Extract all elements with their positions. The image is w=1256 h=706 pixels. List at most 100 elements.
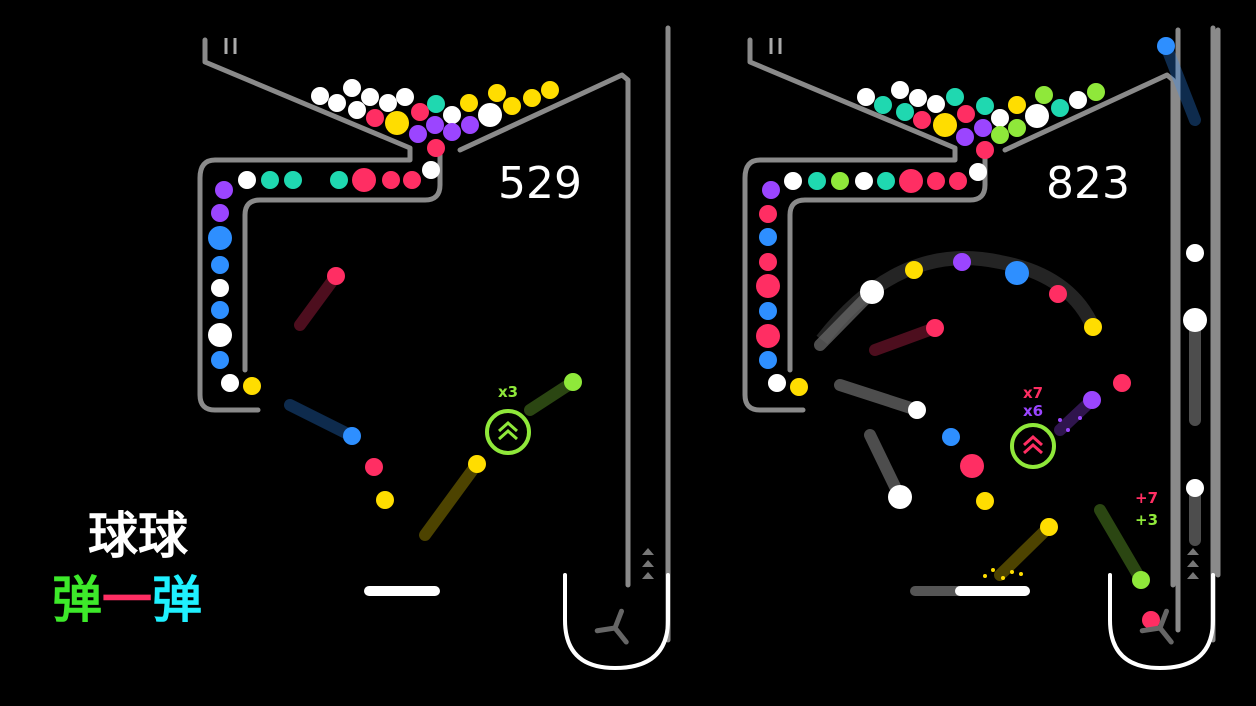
fan-icon [1157,608,1170,631]
spark [1058,418,1062,422]
ball [1183,308,1207,332]
ball [756,324,780,348]
ball [443,123,461,141]
ball [396,88,414,106]
spark [1066,428,1070,432]
ball [1069,91,1087,109]
ball [857,88,875,106]
ball [1087,83,1105,101]
ball [330,171,348,189]
ball-trail [419,458,483,541]
ball [361,88,379,106]
ball [1083,391,1101,409]
ball [1051,99,1069,117]
chevron-up-icon [1023,434,1043,455]
ball [974,119,992,137]
spark [1078,416,1082,420]
ball [927,95,945,113]
ball [261,171,279,189]
ball [905,261,923,279]
ball [427,95,445,113]
ball [1025,104,1049,128]
wall [742,37,958,413]
ball [541,81,559,99]
ball-trail [1160,40,1201,126]
ball-trail [284,399,358,442]
ball [831,172,849,190]
wall [1002,72,1176,588]
wall [457,72,631,588]
ball [1008,96,1026,114]
ball [1084,318,1102,336]
ball [385,111,409,135]
ball [503,97,521,115]
ball [366,109,384,127]
wall [242,147,443,373]
ball [790,378,808,396]
ball [460,94,478,112]
fan-icon [612,608,625,631]
ball [957,105,975,123]
ball [896,103,914,121]
logo-char-green: 弹 [52,570,102,629]
ball [927,172,945,190]
ball [409,125,427,143]
spark [1010,570,1014,574]
ball [564,373,582,391]
score-left: 529 [498,158,582,209]
ball [855,172,873,190]
ball [877,172,895,190]
ball [860,280,884,304]
fan-icon [1139,625,1163,634]
ball [1113,374,1131,392]
ball [899,169,923,193]
ball [953,253,971,271]
ball [756,274,780,298]
ball [523,89,541,107]
ball [942,428,960,446]
ball [1142,611,1160,629]
ball [307,171,325,189]
multiplier-left: x3 [498,383,519,401]
ball [969,163,987,181]
ball [208,323,232,347]
ball [1035,86,1053,104]
ball [1186,244,1204,262]
fan-icon [1157,625,1174,645]
ball [461,116,479,134]
arrow-up-icon [1187,560,1199,567]
ball [976,492,994,510]
bonus-green: +3 [1135,511,1159,529]
multiplier-right-bottom: x6 [1023,402,1044,420]
ball [328,94,346,112]
ball [211,204,229,222]
ball [211,301,229,319]
ball-trail [994,521,1055,581]
ball [759,351,777,369]
ball [211,256,229,274]
arrow-up-icon [1187,548,1199,555]
side-column-wall [1175,27,1221,633]
arrow-up-icon [642,560,654,567]
arrow-up-icon [642,548,654,555]
ball [949,172,967,190]
ball-trail [814,286,878,351]
logo-char-red: 一 [102,570,152,629]
ball [327,267,345,285]
ball [991,109,1009,127]
ball [478,103,502,127]
ball [215,181,233,199]
ball [468,455,486,473]
arrow-up-icon [642,572,654,579]
ball [211,351,229,369]
ball [1049,285,1067,303]
ball [908,401,926,419]
ball [443,106,461,124]
spark [983,574,987,578]
ball [376,491,394,509]
ball-trail [294,270,342,331]
collector-cup [1108,573,1215,670]
bonus-red: +7 [1135,489,1159,507]
pause-icon [769,38,782,54]
